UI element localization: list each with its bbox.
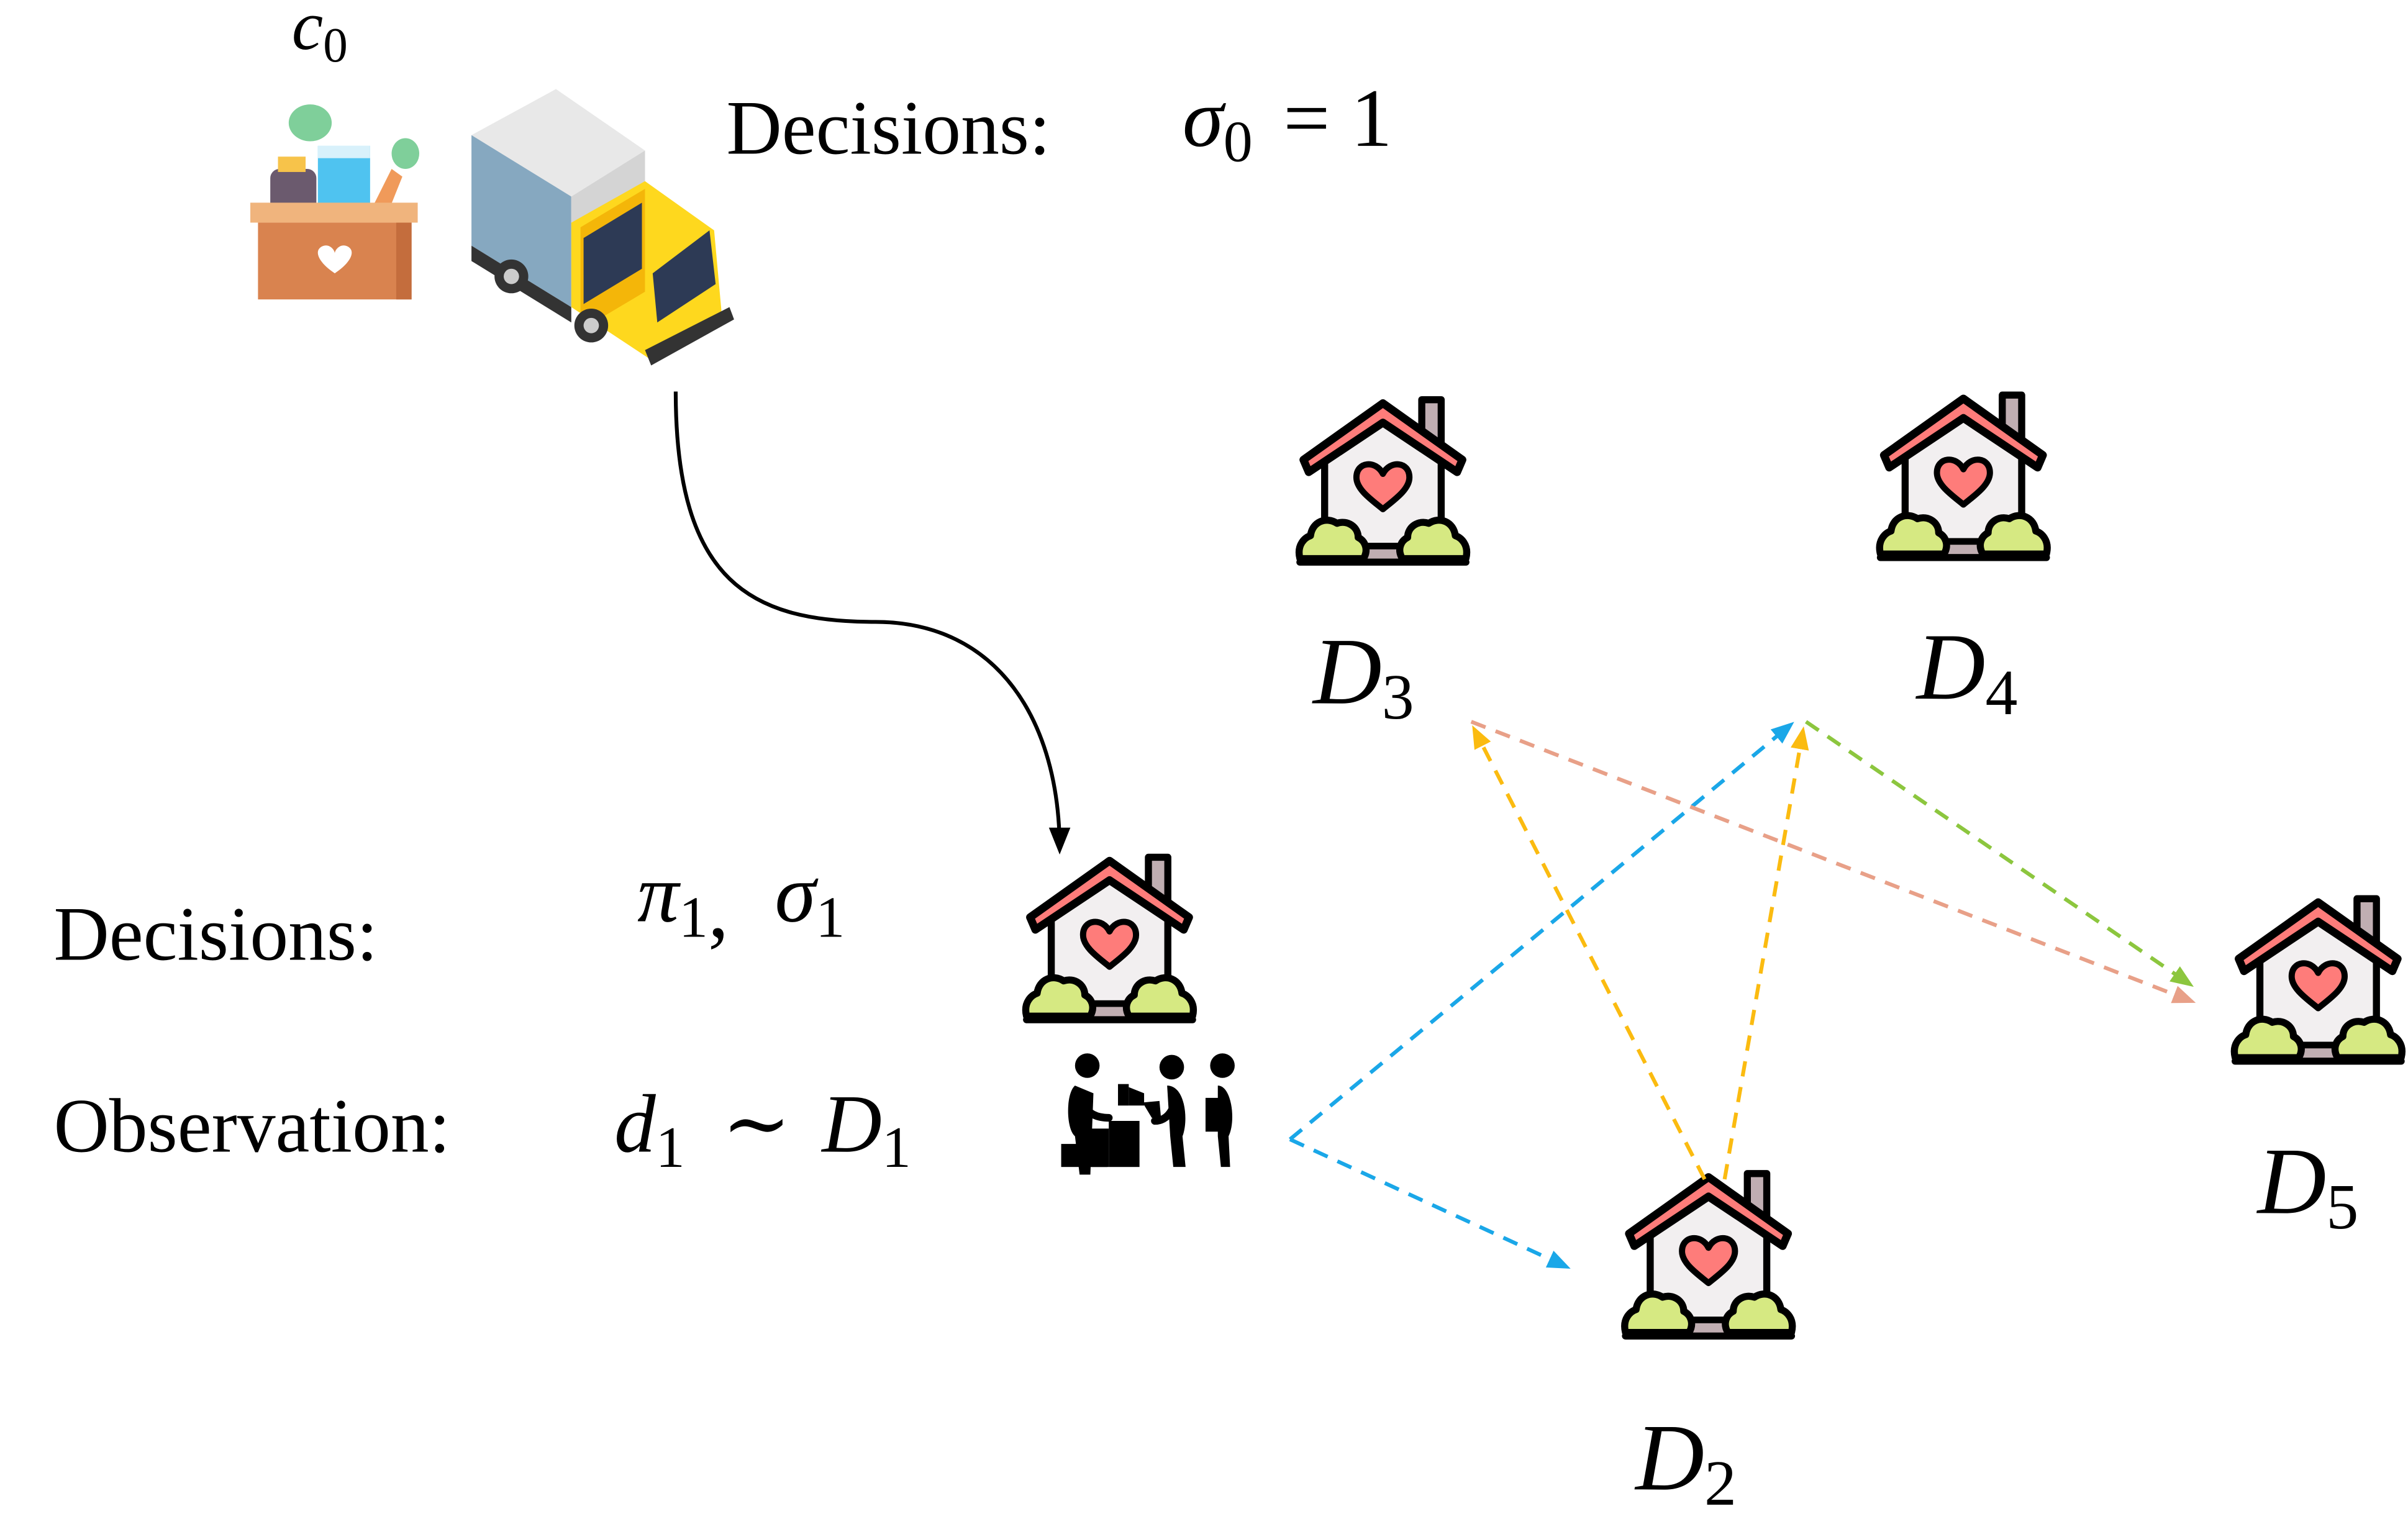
service-counter-people-icon <box>1061 1053 1235 1175</box>
top-decisions-label: Decisions: <box>727 85 1051 170</box>
node-label-d4: D4 <box>1915 614 2018 728</box>
route-blue-to-d4 <box>1288 722 1794 1141</box>
house-icon-d4 <box>1879 395 2047 558</box>
current-decisions-label: Decisions: <box>54 891 378 976</box>
truck-icon <box>471 89 734 366</box>
current-decision-values: π1,σ1 <box>637 848 845 955</box>
depot-label: c0 <box>292 0 348 73</box>
route-green-d4-to-d5 <box>1805 720 2194 987</box>
observation-value: d1∼D1 <box>614 1077 911 1180</box>
node-label-d2: D2 <box>1634 1405 1737 1514</box>
observation-label: Observation: <box>54 1083 451 1168</box>
node-label-d3: D3 <box>1312 619 1414 733</box>
route-yellow-d2-to-d3 <box>1472 725 1707 1181</box>
route-yellow-d2-to-d4 <box>1722 726 1809 1180</box>
house-icon-d3 <box>1299 400 1467 563</box>
house-icon-d1 <box>1025 857 1193 1020</box>
route-blue-to-d2 <box>1289 1137 1571 1269</box>
route-salmon-d3-to-d5 <box>1470 720 2196 1004</box>
food-box-icon <box>250 104 420 300</box>
top-decision-value: σ0= 1 <box>1183 72 1393 175</box>
node-label-d5: D5 <box>2256 1128 2359 1243</box>
house-icon-d2 <box>1625 1174 1792 1336</box>
route-arrow-depot-to-d1 <box>673 391 1071 855</box>
house-icon-d5 <box>2234 899 2402 1061</box>
